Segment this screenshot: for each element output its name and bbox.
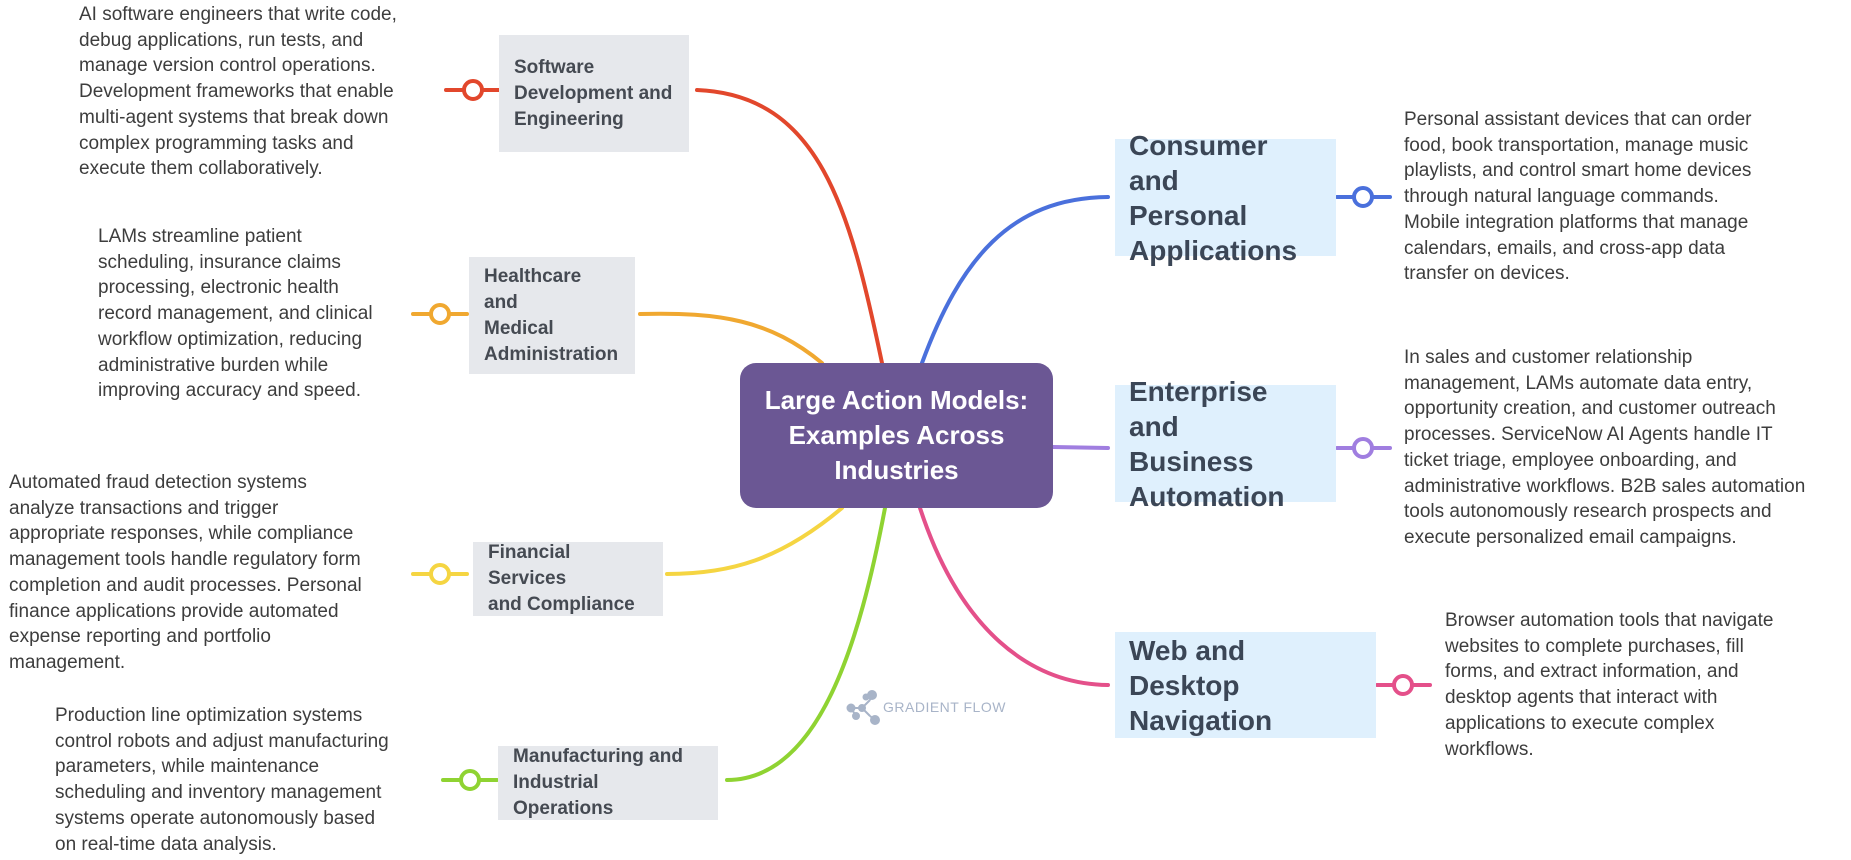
dot-consumer xyxy=(1352,186,1374,208)
branch-financial-label: Financial Services and Compliance xyxy=(488,542,635,615)
central-topic-title: Large Action Models: Examples Across Ind… xyxy=(764,385,1029,485)
branch-web-label: Web and Desktop Navigation xyxy=(1129,634,1273,736)
branch-healthcare: Healthcare and Medical Administration xyxy=(469,257,635,374)
network-nodes-icon xyxy=(846,690,880,725)
branch-manufacturing-label: Manufacturing and Industrial Operations xyxy=(513,746,683,819)
description-manufacturing: Production line optimization systems con… xyxy=(55,705,389,855)
branch-manufacturing: Manufacturing and Industrial Operations xyxy=(498,746,718,820)
edge-financial xyxy=(665,506,844,576)
edge-manufacturing xyxy=(725,506,887,782)
description-enterprise: In sales and customer relationship manag… xyxy=(1404,347,1806,548)
edge-consumer xyxy=(920,195,1110,365)
edge-web xyxy=(918,506,1110,687)
edge-enterprise xyxy=(1051,445,1110,450)
dot-manufacturing xyxy=(459,769,481,791)
description-software: AI software engineers that write code, d… xyxy=(79,4,397,180)
branch-software: Software Development and Engineering xyxy=(499,35,689,152)
dot-web xyxy=(1392,674,1414,696)
branch-healthcare-label: Healthcare and Medical Administration xyxy=(484,265,619,365)
dot-healthcare xyxy=(429,303,451,325)
description-financial: Automated fraud detection systems analyz… xyxy=(9,472,362,673)
branch-consumer: Consumer and Personal Applications xyxy=(1115,130,1336,266)
dot-financial xyxy=(429,563,451,585)
watermark-text: GRADIENT FLOW xyxy=(883,699,1006,715)
branch-enterprise: Enterprise and Business Automation xyxy=(1115,376,1336,512)
dot-software xyxy=(462,79,484,101)
edge-healthcare xyxy=(638,311,824,365)
dot-enterprise xyxy=(1352,437,1374,459)
description-web: Browser automation tools that navigate w… xyxy=(1445,610,1774,760)
branch-software-label: Software Development and Engineering xyxy=(514,56,673,130)
edge-software xyxy=(695,88,884,365)
central-topic: Large Action Models: Examples Across Ind… xyxy=(740,363,1053,508)
branch-web: Web and Desktop Navigation xyxy=(1115,632,1376,738)
branch-consumer-label: Consumer and Personal Applications xyxy=(1129,129,1298,266)
branch-enterprise-label: Enterprise and Business Automation xyxy=(1129,375,1285,512)
description-consumer: Personal assistant devices that can orde… xyxy=(1404,109,1752,285)
branch-financial: Financial Services and Compliance xyxy=(473,542,663,616)
description-healthcare: LAMs streamline patient scheduling, insu… xyxy=(98,226,373,402)
